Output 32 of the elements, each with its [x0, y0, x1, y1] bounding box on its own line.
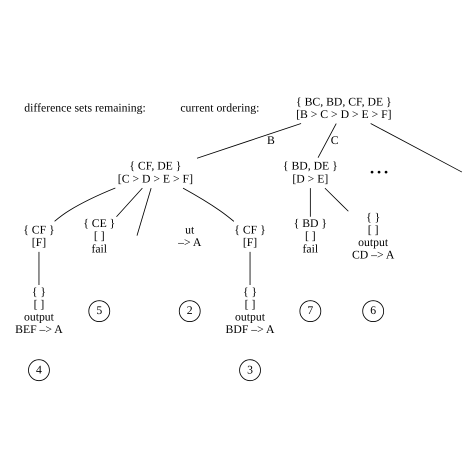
node-text: { CF } [F]: [23, 223, 55, 249]
edge-label: C: [330, 134, 339, 147]
node-text: { BD, DE } [D > E]: [282, 160, 338, 186]
connector: [116, 188, 143, 218]
connector: [54, 188, 116, 222]
node-text: { } [ ] output BDF –> A: [226, 285, 275, 336]
node-text: { CF } [F]: [234, 223, 266, 249]
node-circle: 7: [299, 300, 322, 322]
connector: [196, 123, 302, 159]
node-text: { CE } [ ] fail: [83, 217, 116, 256]
label: • • •: [370, 166, 388, 180]
node-text: ut –> A: [178, 223, 202, 249]
connector: [318, 123, 337, 158]
connector: [370, 123, 462, 172]
connector: [324, 188, 349, 212]
connector: [182, 188, 234, 222]
label: current ordering:: [180, 102, 260, 115]
node-text: { } [ ] output CD –> A: [352, 210, 394, 262]
node-circle: 6: [362, 300, 384, 322]
connector: [38, 251, 40, 286]
node-text: { } [ ] output BEF –> A: [15, 285, 63, 336]
label: difference sets remaining:: [24, 102, 146, 115]
node-text: { BD } [ ] fail: [294, 217, 328, 256]
node-circle: 3: [239, 359, 261, 382]
edge-label: B: [267, 134, 275, 147]
node-text: { BC, BD, CF, DE } [B > C > D > E > F]: [296, 95, 392, 121]
node-circle: 2: [178, 300, 201, 322]
node-circle: 5: [88, 300, 110, 322]
node-text: { CF, DE } [C > D > E > F]: [118, 160, 193, 186]
connector: [136, 188, 152, 236]
node-circle: 4: [28, 359, 50, 382]
connector: [310, 188, 311, 218]
